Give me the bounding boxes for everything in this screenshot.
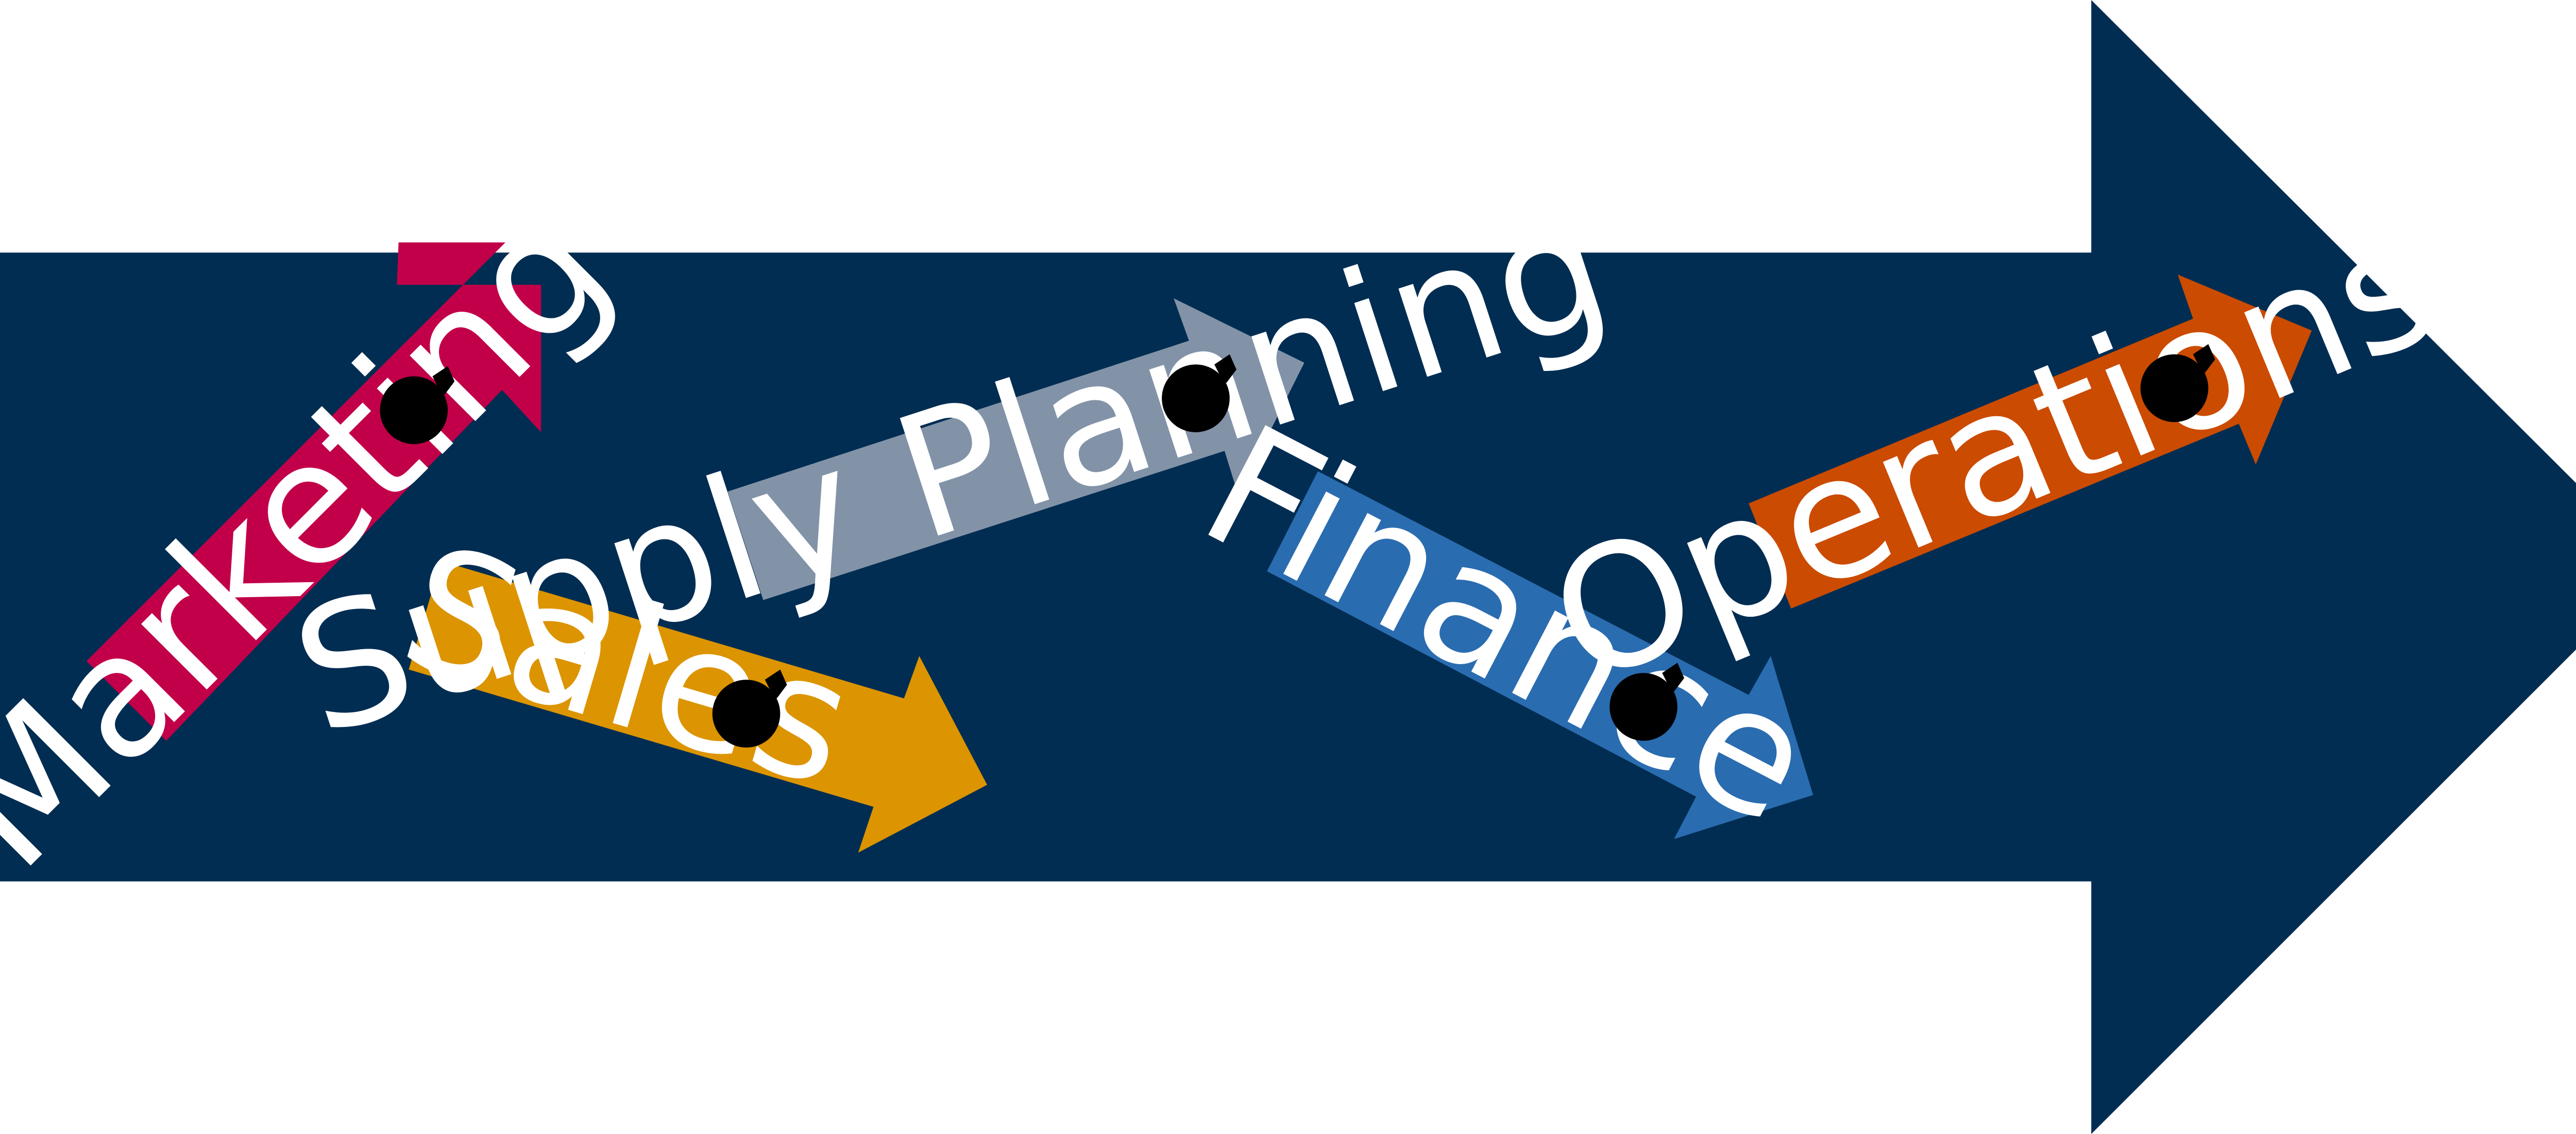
marketing-arrow-shape: [86, 242, 541, 741]
supply-planning-arrow-shape: [727, 298, 1304, 600]
sales-arrow-shape: [409, 561, 987, 853]
finance-arrow-shape: [1267, 471, 1814, 839]
